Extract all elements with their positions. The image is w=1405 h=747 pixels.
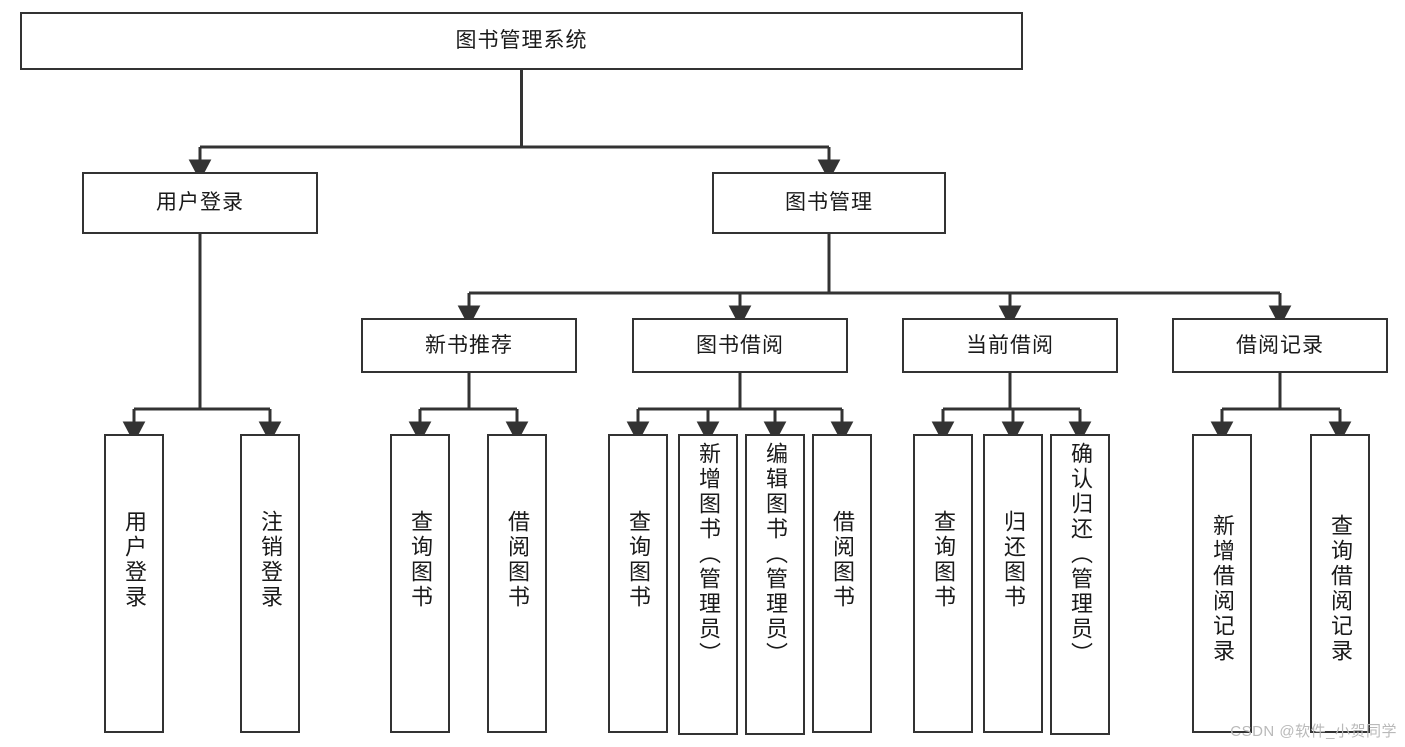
node-label: 新增借阅记录 [1209,514,1235,664]
node-label: 注销登录 [257,510,283,610]
node-label: 查询图书 [625,510,651,610]
node-label: 查询图书 [930,510,956,610]
node-label: 图书管理系统 [455,29,588,53]
node-user-login[interactable]: 用户登录 [82,172,318,234]
node-label: 借阅图书 [829,510,855,610]
node-leaf-query-book-3[interactable]: 查询图书 [913,434,973,733]
node-label: 新增图书（管理员） [695,442,721,667]
node-leaf-query-book-1[interactable]: 查询图书 [390,434,450,733]
node-label: 当前借阅 [966,333,1054,357]
node-borrow-record[interactable]: 借阅记录 [1172,318,1388,373]
node-leaf-query-book-2[interactable]: 查询图书 [608,434,668,733]
node-label: 用户登录 [121,510,147,610]
node-leaf-return-book[interactable]: 归还图书 [983,434,1043,733]
node-leaf-edit-book[interactable]: 编辑图书（管理员） [745,434,805,735]
node-leaf-user-logout[interactable]: 注销登录 [240,434,300,733]
node-root[interactable]: 图书管理系统 [20,12,1023,70]
node-label: 图书管理 [785,191,873,215]
node-leaf-query-record[interactable]: 查询借阅记录 [1310,434,1370,733]
node-label: 新书推荐 [425,333,513,357]
node-leaf-user-login[interactable]: 用户登录 [104,434,164,733]
node-label: 确认归还（管理员） [1067,442,1093,667]
node-label: 用户登录 [156,191,244,215]
node-label: 查询借阅记录 [1327,514,1353,664]
node-label: 图书借阅 [696,333,784,357]
node-label: 归还图书 [1000,510,1026,610]
node-leaf-borrow-book-2[interactable]: 借阅图书 [812,434,872,733]
node-label: 借阅记录 [1236,333,1324,357]
node-leaf-borrow-book-1[interactable]: 借阅图书 [487,434,547,733]
node-label: 查询图书 [407,510,433,610]
node-leaf-confirm-return[interactable]: 确认归还（管理员） [1050,434,1110,735]
node-label: 借阅图书 [504,510,530,610]
csdn-watermark: CSDN @软件_小贺同学 [1230,723,1397,740]
node-new-book-rec[interactable]: 新书推荐 [361,318,577,373]
node-book-manage[interactable]: 图书管理 [712,172,946,234]
node-current-borrow[interactable]: 当前借阅 [902,318,1118,373]
node-book-borrow[interactable]: 图书借阅 [632,318,848,373]
node-leaf-add-record[interactable]: 新增借阅记录 [1192,434,1252,733]
node-label: 编辑图书（管理员） [762,442,788,667]
node-leaf-add-book[interactable]: 新增图书（管理员） [678,434,738,735]
